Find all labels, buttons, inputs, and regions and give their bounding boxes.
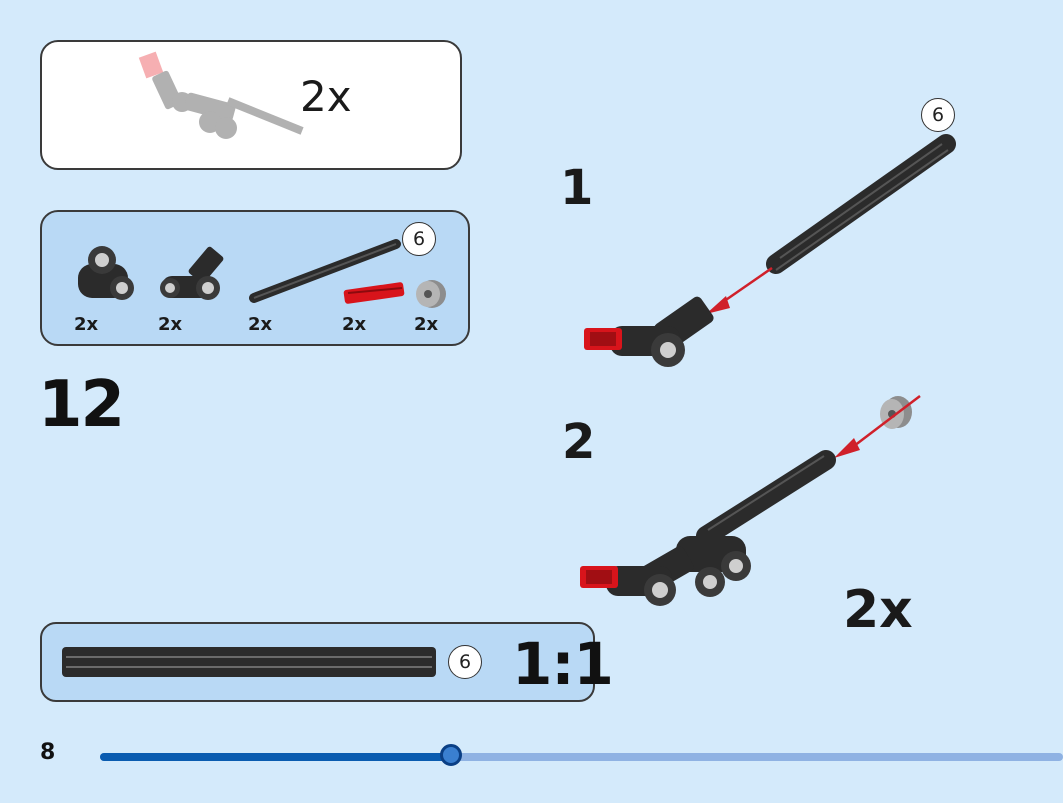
part-quantity-4: 2x [342, 314, 367, 335]
parts-length-callout: 6 [402, 222, 436, 256]
sub-step-2-number: 2 [562, 414, 596, 470]
sub-step-1-number: 1 [560, 160, 594, 216]
scale-label: 1:1 [512, 630, 614, 698]
progress-fill [100, 753, 451, 761]
preview-assembly-image [138, 51, 304, 139]
preview-quantity: 2x [300, 72, 352, 121]
sub-step-quantity: 2x [843, 580, 913, 640]
part-quantity-2: 2x [158, 314, 183, 335]
part-quantity-3: 2x [248, 314, 273, 335]
part-quantity-5: 2x [414, 314, 439, 335]
scale-axle-image [62, 647, 436, 677]
page-number: 8 [40, 740, 56, 765]
part-angled-connector-icon [160, 246, 224, 300]
sub-step-1-illustration [584, 134, 956, 367]
part-black-axle-icon [249, 239, 401, 303]
preview-box [40, 40, 462, 170]
sub-step-1-callout: 6 [921, 98, 955, 132]
progress-track [100, 753, 1063, 761]
sub-step-2-illustration [580, 395, 921, 606]
part-bush-icon [416, 280, 446, 308]
progress-knob [440, 744, 462, 766]
part-red-axle-icon [343, 282, 405, 304]
scale-callout: 6 [448, 645, 482, 679]
part-quantity-1: 2x [74, 314, 99, 335]
step-number: 12 [38, 368, 125, 442]
part-double-connector-icon [78, 246, 134, 300]
